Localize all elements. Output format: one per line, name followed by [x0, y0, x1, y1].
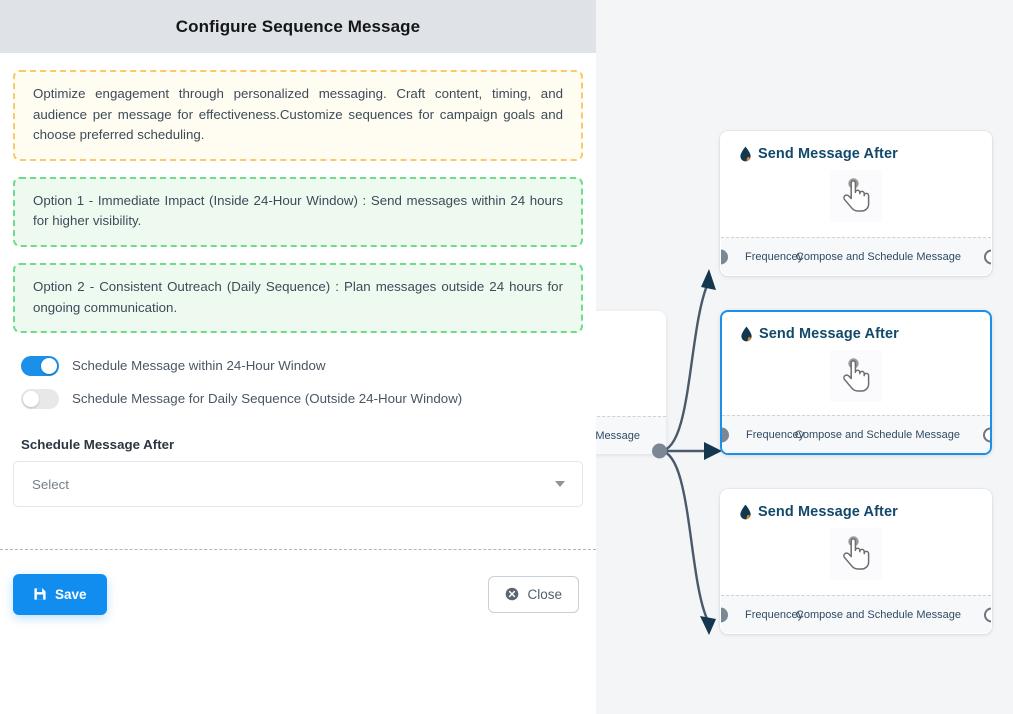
node-3-icon-box	[830, 528, 882, 580]
page-title: Configure Sequence Message	[175, 16, 421, 36]
node-card-1[interactable]: Send Message After Frequencey Compose an…	[720, 131, 992, 276]
save-button-label: Save	[55, 586, 87, 602]
option-1-callout: Option 1 - Immediate Impact (Inside 24-H…	[13, 176, 583, 248]
node-3-body: Send Message After	[721, 490, 991, 595]
node-2-footer: Frequencey Compose and Schedule Message	[722, 415, 990, 453]
node-3-output-handle[interactable]	[984, 607, 991, 622]
node-1-input-handle[interactable]	[721, 249, 728, 264]
node-2-compose-label: Compose and Schedule Message	[794, 428, 960, 441]
node-1-compose-label: Compose and Schedule Message	[795, 250, 961, 263]
hand-pointer-icon	[843, 536, 870, 570]
node-3-title-row: Send Message After	[721, 490, 991, 520]
toggle-within-24h-label: Schedule Message within 24-Hour Window	[72, 358, 326, 374]
cancel-button-label: Close	[527, 586, 562, 602]
modal-footer: Save Close	[0, 549, 596, 639]
droplet-icon	[740, 504, 751, 520]
node-2-icon-box	[830, 350, 882, 402]
node-2-body: Send Message After	[722, 312, 990, 415]
node-2-output-handle[interactable]	[983, 427, 990, 442]
toggle-daily-sequence-label: Schedule Message for Daily Sequence (Out…	[72, 391, 463, 407]
schedule-after-select-value: Select	[32, 476, 69, 492]
option-2-callout: Option 2 - Consistent Outreach (Daily Se…	[13, 263, 583, 334]
node-3-icon-area	[721, 528, 991, 580]
node-2-frequency-label: Frequencey	[746, 428, 805, 441]
info-callout-text: Optimize engagement through personalized…	[33, 86, 563, 143]
node-1-title: Send Message After	[758, 146, 898, 162]
close-circle-icon	[506, 587, 519, 601]
flow-canvas[interactable]: ce Message Send Message After	[526, 0, 1013, 714]
node-1-icon-area	[721, 170, 991, 222]
arrowhead-1	[701, 269, 716, 290]
toggle-knob	[41, 357, 57, 374]
node-1-footer: Frequencey Compose and Schedule Message	[721, 237, 991, 275]
hand-pointer-icon	[843, 178, 870, 212]
edge-to-node-3	[659, 449, 710, 622]
node-3-footer: Frequencey Compose and Schedule Message	[721, 595, 991, 633]
hand-pointer-icon	[843, 358, 870, 392]
node-3-compose-label: Compose and Schedule Message	[795, 608, 961, 621]
info-callout: Optimize engagement through personalized…	[13, 70, 583, 161]
schedule-after-label: Schedule Message After	[21, 437, 175, 453]
node-1-frequency-label: Frequencey	[745, 250, 804, 263]
arrowhead-2	[704, 442, 722, 460]
edge-to-node-1	[659, 282, 710, 453]
save-button[interactable]: Save	[13, 573, 107, 615]
option-2-text: Option 2 - Consistent Outreach (Daily Se…	[33, 279, 563, 315]
node-card-2[interactable]: Send Message After Frequencey Compose an…	[720, 310, 992, 455]
node-3-frequency-label: Frequencey	[745, 608, 804, 621]
node-2-title: Send Message After	[759, 326, 899, 342]
droplet-icon	[740, 146, 751, 162]
modal-body: Optimize engagement through personalized…	[0, 70, 596, 508]
arrowhead-3	[700, 616, 716, 635]
hidden-node-output-handle[interactable]	[652, 443, 667, 459]
edge-layer	[659, 269, 722, 635]
save-floppy-icon	[34, 588, 46, 600]
node-3-input-handle[interactable]	[721, 607, 728, 622]
toggle-schedule-daily-sequence[interactable]	[21, 388, 59, 409]
droplet-icon	[741, 326, 752, 342]
chevron-down-icon	[555, 481, 565, 488]
node-2-input-handle[interactable]	[722, 427, 729, 442]
option-1-text: Option 1 - Immediate Impact (Inside 24-H…	[33, 192, 563, 229]
toggle-schedule-within-24h[interactable]	[21, 355, 59, 376]
toggle-row-within-24h[interactable]: Schedule Message within 24-Hour Window	[21, 349, 583, 382]
footer-divider	[0, 549, 596, 550]
node-2-title-row: Send Message After	[722, 312, 990, 342]
configure-sequence-modal: Configure Sequence Message Optimize enga…	[0, 0, 596, 639]
node-1-icon-box	[830, 170, 882, 222]
node-1-title-row: Send Message After	[721, 132, 991, 162]
cancel-button[interactable]: Close	[488, 575, 579, 613]
node-3-title: Send Message After	[758, 504, 898, 520]
node-2-icon-area	[722, 350, 990, 402]
toggle-row-daily-sequence[interactable]: Schedule Message for Daily Sequence (Out…	[21, 382, 583, 415]
node-card-3[interactable]: Send Message After Frequencey Compose an…	[720, 489, 992, 634]
node-1-body: Send Message After	[721, 132, 991, 237]
node-1-output-handle[interactable]	[984, 249, 991, 264]
toggle-knob	[23, 390, 39, 407]
modal-header: Configure Sequence Message	[0, 0, 596, 53]
schedule-after-select[interactable]: Select	[13, 461, 583, 508]
